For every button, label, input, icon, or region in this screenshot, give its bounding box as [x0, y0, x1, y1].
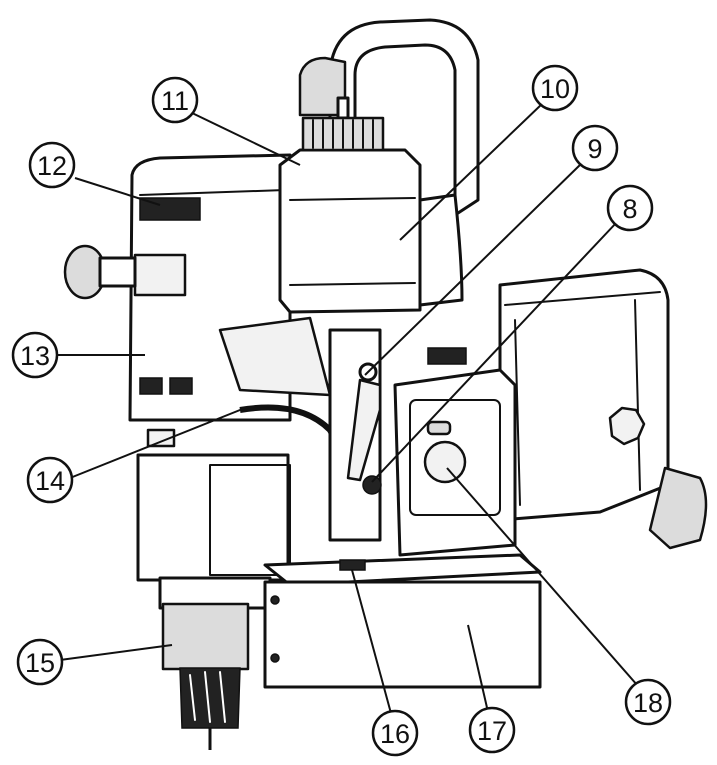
arbor — [161, 602, 250, 671]
callout-17-label: 17 — [477, 716, 507, 746]
leader-12 — [74, 177, 161, 206]
callout-14: 14 — [26, 456, 74, 504]
callout-15-label: 15 — [25, 648, 55, 678]
callout-8-label: 8 — [622, 194, 637, 224]
pin — [336, 96, 350, 120]
battery-housing — [498, 268, 670, 522]
callout-14-label: 14 — [35, 466, 65, 496]
callout-12-label: 12 — [37, 151, 67, 181]
base-slot — [339, 559, 366, 571]
callout-13: 13 — [11, 331, 59, 379]
battery-inner — [514, 299, 641, 506]
callout-9: 9 — [571, 124, 619, 172]
gearbox-side — [209, 464, 291, 576]
leader-lines — [57, 102, 639, 718]
led-indicator — [426, 420, 452, 436]
speed-knob-ribs — [312, 119, 374, 149]
callout-16: 16 — [371, 709, 419, 757]
leader-16 — [351, 569, 393, 718]
vts-label — [427, 347, 467, 365]
leader-15 — [59, 644, 173, 661]
callout-17: 17 — [468, 706, 516, 754]
power-button — [423, 440, 467, 484]
bolt-a — [270, 595, 280, 605]
callout-11: 11 — [151, 76, 199, 124]
callout-11-label: 11 — [161, 86, 189, 116]
leader-11 — [189, 111, 301, 166]
callout-15: 15 — [16, 638, 64, 686]
callout-10: 10 — [531, 64, 579, 112]
callout-16-label: 16 — [380, 719, 410, 749]
callout-8: 8 — [606, 184, 654, 232]
leader-17 — [467, 624, 489, 713]
switch-b — [169, 377, 193, 395]
battery-latch — [648, 466, 708, 550]
leader-8 — [371, 221, 618, 483]
label-n — [146, 428, 176, 448]
drill-illustration — [63, 18, 708, 750]
leader-9 — [364, 161, 584, 376]
callout-10-label: 10 — [540, 74, 570, 104]
base-top — [263, 553, 542, 587]
cutter-flutes — [189, 671, 226, 723]
callout-13-label: 13 — [20, 341, 50, 371]
callout-9-label: 9 — [587, 134, 602, 164]
callouts: 8 9 10 11 12 13 14 15 — [11, 64, 672, 757]
leader-14 — [69, 407, 246, 479]
auto-badge — [608, 406, 646, 446]
magnetic-base — [263, 580, 542, 689]
plate-a — [133, 253, 187, 297]
side-knob-shaft — [98, 256, 137, 288]
motor-top-ridge — [139, 189, 286, 196]
upper-gear-cover — [278, 148, 422, 314]
callout-18: 18 — [624, 678, 672, 726]
feed-lever — [346, 378, 382, 482]
logo-panel — [218, 316, 332, 397]
lever-hub — [362, 475, 382, 495]
column — [418, 193, 464, 307]
leader-18 — [446, 467, 639, 687]
gearbox — [136, 453, 290, 582]
switch-a — [139, 377, 163, 395]
bolt-b — [270, 653, 280, 663]
panel-inset — [409, 399, 501, 516]
carry-handle — [328, 18, 480, 217]
cover-line — [289, 197, 416, 286]
callout-18-label: 18 — [633, 688, 663, 718]
battery-top-line — [504, 291, 661, 306]
leader-10 — [399, 102, 544, 241]
callout-12: 12 — [28, 141, 76, 189]
